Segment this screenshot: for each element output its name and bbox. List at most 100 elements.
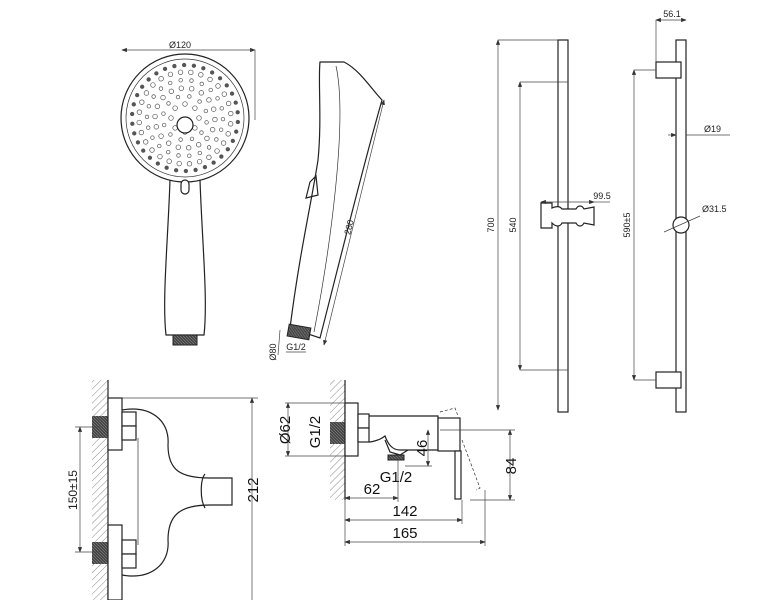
nozzle — [131, 102, 136, 107]
nozzle — [161, 122, 167, 128]
nozzle — [225, 147, 230, 152]
bracket-spacing-label: 590±5 — [622, 213, 632, 238]
nozzle — [186, 161, 193, 167]
nozzle — [220, 116, 226, 122]
nozzle — [204, 120, 209, 125]
nozzle — [168, 88, 174, 94]
nozzle — [196, 158, 203, 165]
nozzle — [211, 160, 216, 165]
nozzle — [175, 144, 181, 150]
nozzle — [161, 111, 166, 116]
nozzle — [187, 153, 192, 158]
nozzle — [149, 147, 155, 153]
nozzle — [172, 63, 177, 69]
nozzle — [150, 82, 156, 88]
nozzle — [221, 91, 227, 97]
rail-diameter-label: Ø19 — [704, 124, 721, 134]
shower-length-label: 280 — [342, 219, 355, 236]
nozzle — [233, 100, 238, 105]
mixer-front-view: 212 150±15 — [66, 380, 262, 600]
nozzle — [181, 62, 187, 68]
nozzle — [225, 100, 232, 107]
nozzle — [154, 71, 159, 76]
nozzle — [177, 69, 184, 75]
nozzle — [188, 69, 194, 76]
nozzle — [209, 127, 216, 133]
mode-button — [176, 116, 194, 134]
outlet-offset-label: 46 — [414, 440, 431, 457]
nozzle — [219, 154, 224, 159]
nozzle — [151, 94, 156, 99]
nozzle — [193, 167, 198, 173]
nozzle — [155, 161, 160, 166]
nozzle — [176, 153, 181, 158]
nozzle — [234, 129, 239, 134]
nozzle — [212, 116, 218, 123]
nozzle — [215, 83, 221, 89]
nozzle — [152, 113, 158, 120]
nozzle — [207, 76, 213, 83]
nozzle — [229, 91, 235, 96]
nozzle — [158, 133, 164, 139]
nozzle — [235, 110, 240, 115]
total-length-label: 700 — [486, 217, 496, 232]
nozzle — [204, 135, 210, 142]
nozzle — [135, 93, 140, 98]
nozzle — [166, 101, 171, 106]
nozzle — [178, 137, 183, 142]
nozzle — [154, 103, 161, 109]
nozzle — [197, 99, 202, 104]
nozzle — [224, 83, 229, 88]
mixer-height-label: 212 — [245, 477, 262, 502]
total-depth-label: 165 — [392, 525, 417, 542]
body-depth-label: 142 — [392, 503, 417, 520]
nozzle — [214, 148, 220, 154]
nozzle — [196, 142, 202, 148]
nozzle — [206, 97, 212, 103]
nozzle — [182, 101, 188, 107]
slider-holder — [540, 202, 595, 229]
nozzle — [166, 149, 171, 155]
nozzle — [139, 99, 145, 105]
nozzle — [206, 154, 212, 160]
nozzle — [211, 106, 217, 112]
nozzle — [183, 168, 189, 174]
nozzle — [158, 76, 164, 82]
nozzle — [217, 76, 223, 81]
nozzle — [141, 148, 146, 153]
nozzle — [138, 129, 145, 136]
nozzle — [178, 85, 184, 91]
nozzle — [199, 81, 204, 87]
nozzle — [146, 125, 151, 130]
nozzle — [135, 140, 141, 145]
nozzle — [197, 150, 202, 156]
nozzle — [191, 63, 197, 68]
nozzle — [158, 86, 164, 91]
nozzle — [143, 90, 150, 96]
nozzle — [198, 90, 204, 96]
nozzle — [143, 139, 149, 145]
rail-length-label: 540 — [508, 217, 518, 232]
slider-width-label: 99.5 — [593, 191, 611, 201]
nozzle — [189, 136, 195, 142]
hose-connector — [172, 334, 198, 346]
nozzle — [210, 70, 215, 75]
hand-shower-side-view: 280 Ø80 G1/2 — [268, 61, 385, 361]
hand-shower-front-view: Ø120 — [120, 40, 256, 346]
nozzle — [198, 72, 204, 78]
nozzle — [173, 168, 179, 173]
nozzle — [167, 71, 174, 78]
plate-diameter-label: Ø62 — [277, 416, 294, 444]
knob-diameter-label: Ø31.5 — [702, 204, 727, 214]
nozzle — [164, 165, 169, 170]
nozzle — [140, 84, 145, 89]
nozzle — [187, 94, 192, 99]
nozzle — [208, 87, 213, 93]
center-distance-label: 150±15 — [66, 470, 80, 510]
nozzle — [168, 132, 173, 137]
slide-rail-front-view: 700 540 99.5 — [486, 39, 611, 413]
nozzle — [189, 86, 195, 92]
nozzle — [176, 160, 182, 167]
nozzle — [157, 153, 163, 160]
